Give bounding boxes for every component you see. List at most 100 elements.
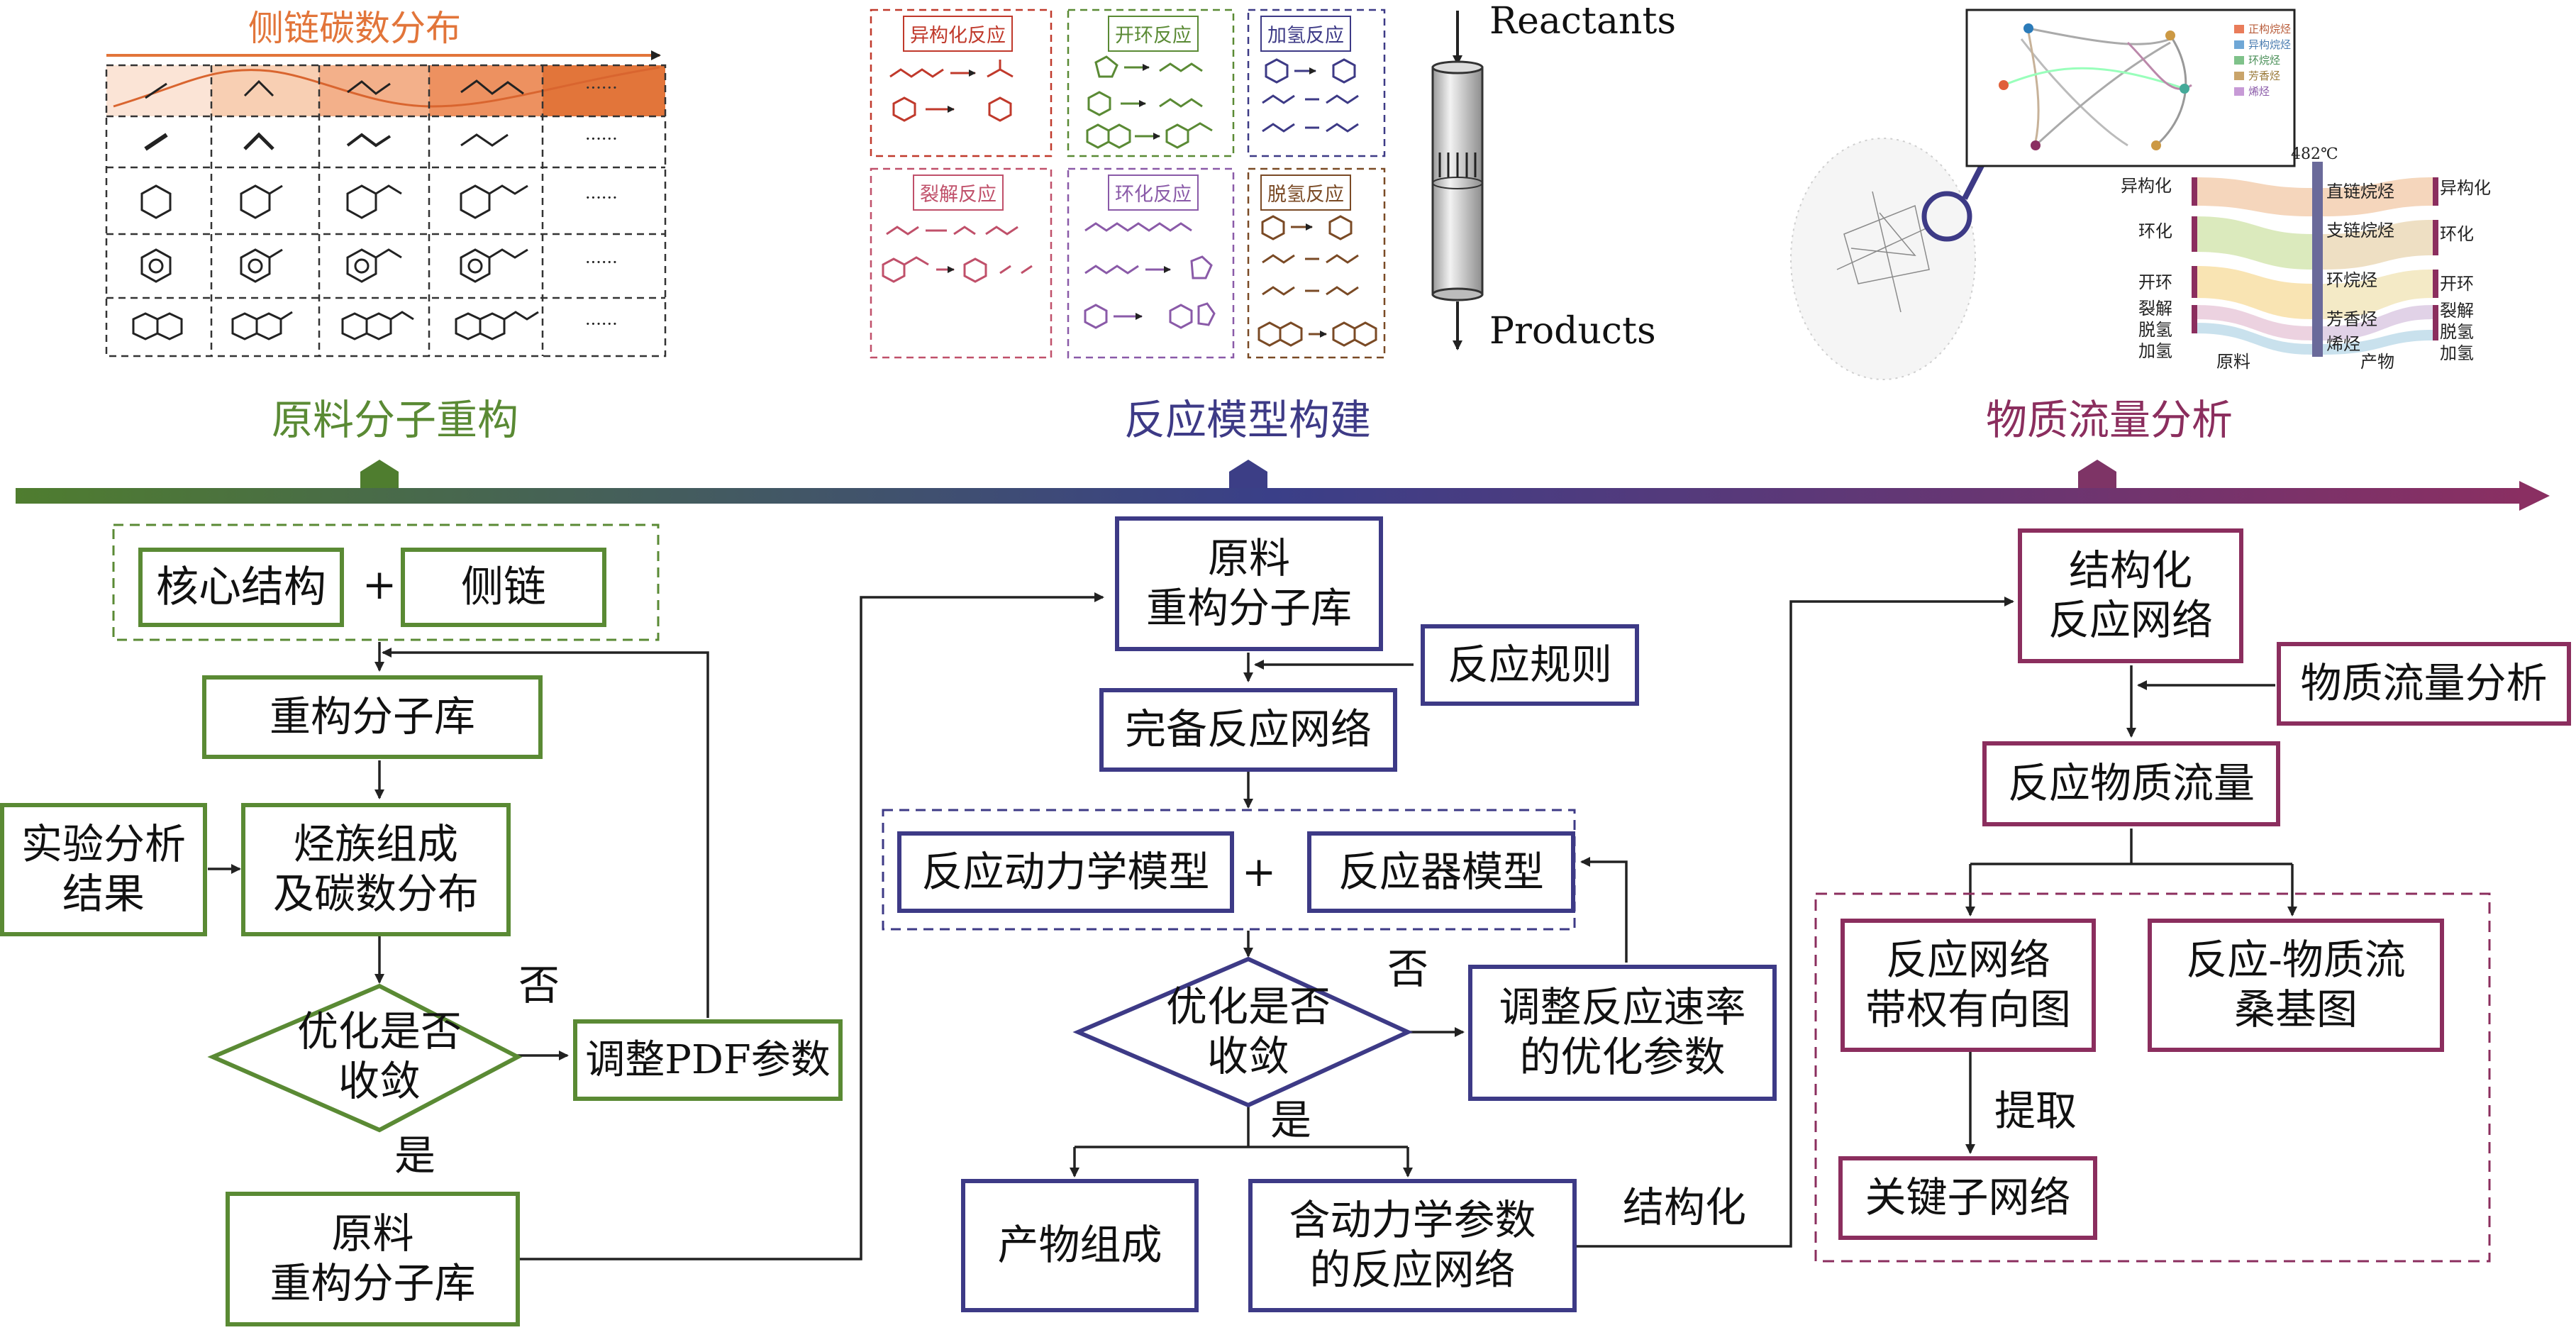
complete-network-box: 完备反应网络	[1099, 688, 1397, 772]
network-legend-1: 正构烷烃	[2248, 23, 2292, 35]
sankey-bottom-left: 原料	[2216, 352, 2250, 372]
sankey-right-6: 加氢	[2440, 343, 2474, 363]
core-structure-box: 核心结构	[138, 548, 344, 627]
section-title-2: 反应模型构建	[1124, 396, 1372, 444]
decision-2-text: 优化是否 收敛	[1165, 982, 1331, 1080]
carbon-distribution-curve	[113, 66, 660, 108]
sankey-bottom-right: 产物	[2360, 352, 2394, 372]
sankey-right-4: 裂解	[2440, 301, 2474, 321]
reaction-label-cyclization: 环化反应	[1108, 174, 1199, 211]
decision-1-text: 优化是否 收敛	[296, 1007, 462, 1105]
product-composition-box: 产物组成	[961, 1179, 1199, 1312]
reactor-top-cap	[1431, 60, 1484, 74]
extract-label: 提取	[1994, 1087, 2077, 1136]
network-nodes	[1999, 23, 2189, 150]
reaction-box-6	[1247, 167, 1386, 359]
sankey-nodes	[2192, 162, 2438, 357]
reaction-box-2	[1067, 9, 1235, 157]
carbon-more-1: ······	[585, 78, 618, 98]
reactor-bottom-cap	[1431, 287, 1484, 301]
sankey-left-3: 开环	[2138, 272, 2172, 292]
decision-diamond-1	[207, 983, 523, 1133]
timeline-bar	[16, 488, 2526, 504]
reaction-box-5	[1067, 167, 1235, 359]
plus-sign-1: +	[362, 560, 397, 609]
network-arcs	[2003, 27, 2192, 147]
decision-diamond-2	[1072, 956, 1414, 1108]
adjust-pdf-box: 调整PDF参数	[573, 1019, 843, 1101]
sankey-right-5: 脱氢	[2440, 322, 2474, 342]
reaction-box-4	[870, 167, 1053, 359]
network-cloud	[1790, 138, 1976, 380]
sankey-mid-1: 直链烷烃	[2326, 182, 2394, 201]
reaction-label-isomerization: 异构化反应	[903, 16, 1013, 52]
side-chain-box: 侧链	[401, 548, 606, 627]
flow-connectors	[112, 523, 2491, 1263]
kinetic-network-box: 含动力学参数 的反应网络	[1248, 1179, 1577, 1312]
reaction-label-dehydrogenation: 脱氢反应	[1260, 174, 1351, 211]
reactor-model-box: 反应器模型	[1307, 831, 1575, 913]
section-title-3: 物质流量分析	[1986, 396, 2233, 444]
reconstruct-library-box: 重构分子库	[202, 675, 543, 759]
sankey-flows	[2195, 177, 2433, 355]
sankey-left-5: 脱氢	[2138, 320, 2172, 340]
reaction-label-hydrogenation: 加氢反应	[1260, 16, 1351, 52]
sankey-mid-2: 支链烷烃	[2326, 221, 2394, 240]
carbon-header-cell-5	[543, 65, 665, 116]
reaction-rules-box: 反应规则	[1421, 624, 1639, 706]
timeline-marker-2	[1229, 460, 1267, 488]
network-zoom-box	[1965, 9, 2296, 167]
decision-2-yes: 是	[1270, 1096, 1311, 1145]
sankey-mid-4: 芳香烃	[2326, 309, 2377, 329]
reaction-label-ring-opening: 开环反应	[1108, 16, 1199, 52]
reaction-box-3	[1247, 9, 1386, 157]
reactor-tube	[1431, 11, 1484, 350]
sankey-right-2: 环化	[2440, 224, 2474, 244]
dashed-group-analysis	[1814, 892, 2491, 1263]
decision-2-no: 否	[1387, 945, 1428, 994]
sankey-temperature: 482℃	[2291, 145, 2338, 163]
reaction-types-panel	[870, 9, 1484, 359]
decision-1-yes: 是	[394, 1131, 435, 1180]
timeline	[16, 460, 2550, 511]
reactor-in-label: Reactants	[1489, 0, 1677, 43]
weighted-graph-box: 反应网络 带权有向图	[1841, 919, 2096, 1052]
composition-distribution-box: 烃族组成 及碳数分布	[241, 803, 511, 936]
network-legend-3: 环烷烃	[2248, 54, 2281, 67]
timeline-marker-3	[2078, 460, 2116, 488]
carbon-more-5: ······	[585, 314, 618, 334]
timeline-arrowhead	[2519, 481, 2550, 511]
dashed-group-core-side	[112, 523, 660, 641]
structured-label: 结构化	[1622, 1183, 1746, 1232]
sankey-mid-5: 烯烃	[2326, 334, 2360, 354]
timeline-marker-1	[360, 460, 399, 488]
carbon-header-cell-2	[211, 65, 319, 116]
plus-sign-2: +	[1241, 848, 1277, 897]
network-legend-swatches	[2234, 25, 2244, 96]
network-sankey-panel	[1790, 9, 2438, 380]
network-legend-4: 芳香烃	[2248, 70, 2281, 82]
flux-analysis-box: 物质流量分析	[2277, 642, 2571, 726]
reactor-out-label: Products	[1489, 310, 1656, 353]
carbon-more-2: ······	[585, 129, 618, 149]
carbon-more-4: ······	[585, 253, 618, 272]
reactor-body	[1431, 66, 1484, 296]
reaction-sketches	[882, 55, 1377, 347]
kinetic-model-box: 反应动力学模型	[897, 831, 1234, 913]
sankey-left-6: 加氢	[2138, 341, 2172, 361]
network-zoom-lens	[1921, 191, 1972, 242]
sankey-left-4: 裂解	[2138, 299, 2172, 318]
reaction-box-1	[870, 9, 1053, 157]
sankey-mid-3: 环烷烃	[2326, 270, 2377, 290]
network-cloud-edges	[1836, 191, 1930, 313]
adjust-rate-box: 调整反应速率 的优化参数	[1468, 965, 1777, 1101]
carbon-more-3: ······	[585, 188, 618, 208]
reaction-label-cracking: 裂解反应	[913, 174, 1004, 211]
sankey-left-1: 异构化	[2121, 176, 2172, 196]
sankey-right-1: 异构化	[2440, 178, 2491, 198]
carbon-table-grid	[105, 64, 667, 358]
carbon-molecule-sketches	[132, 79, 539, 340]
decision-1-no: 否	[518, 961, 560, 1010]
input-library-box: 原料 重构分子库	[1115, 516, 1383, 651]
